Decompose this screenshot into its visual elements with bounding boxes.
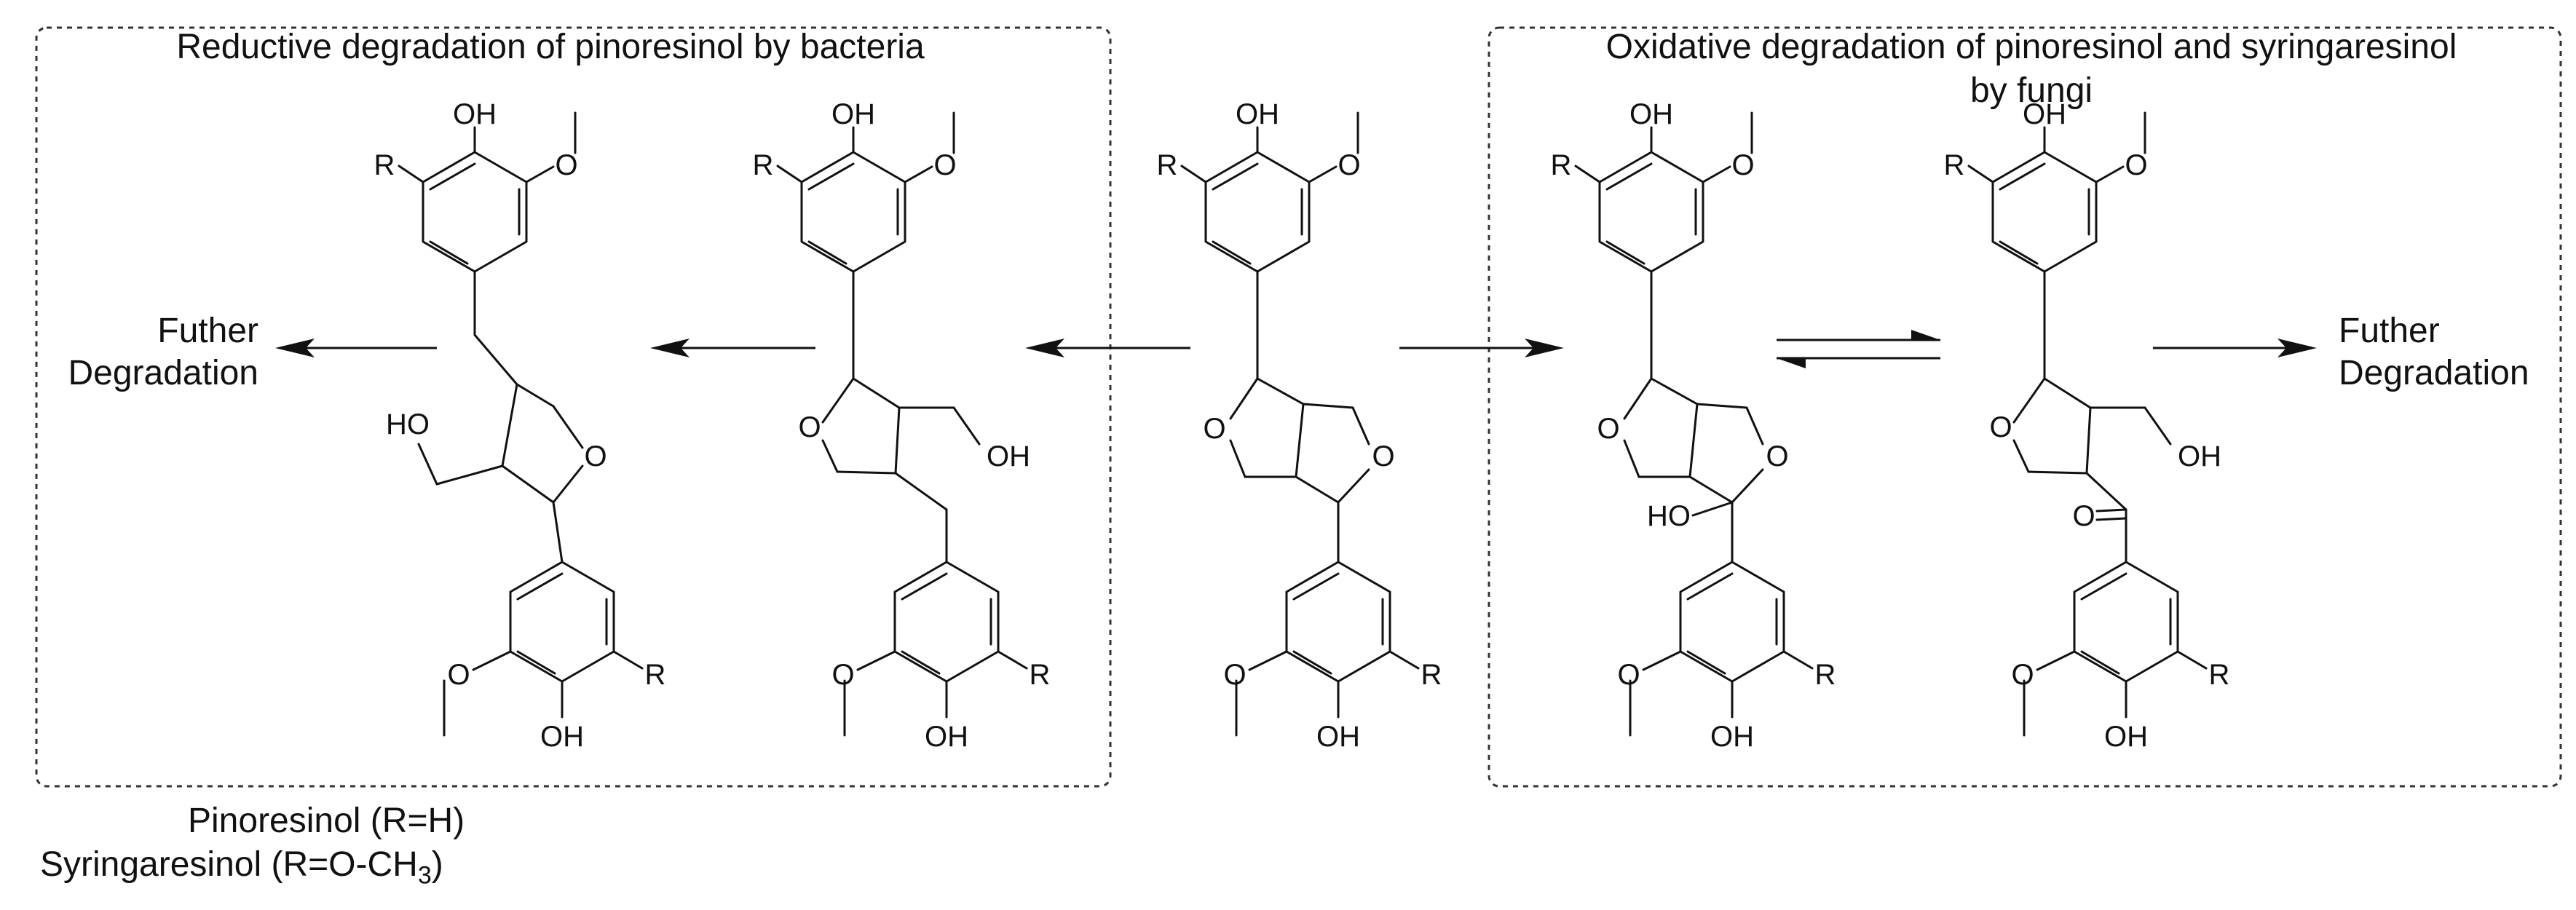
molecule-keto-form-labels: OH O R O OH O O R OH	[1944, 98, 2230, 753]
atom-label: O	[584, 440, 607, 472]
atom-label: R	[2209, 659, 2230, 691]
reductive-panel-title: Reductive degradation of pinoresinol by …	[176, 28, 925, 66]
atom-label: HO	[386, 408, 430, 440]
atom-label: OH	[1629, 98, 1673, 130]
atom-label: O	[1617, 659, 1640, 691]
atom-label: OH	[1710, 721, 1754, 753]
atom-label: O	[798, 411, 821, 443]
molecule-secoisolariciresinol	[398, 111, 644, 737]
syringaresinol-caption: Syringaresinol (R=O-CH3)	[40, 844, 443, 890]
atom-label: OH	[540, 721, 584, 753]
atom-label: O	[1989, 411, 2012, 443]
atom-label: R	[1157, 149, 1178, 181]
atom-label: R	[1551, 149, 1572, 181]
arrow-to-hemiketal	[1399, 339, 1564, 357]
atom-label: HO	[1647, 500, 1691, 532]
syringaresinol-caption-prefix: Syringaresinol (R=O-CH	[40, 845, 418, 884]
molecule-keto-form	[1967, 111, 2208, 737]
atom-label: O	[1223, 659, 1246, 691]
molecule-pinoresinol-labels: OH O R O O O R OH	[1157, 98, 1442, 753]
atom-label: OH	[453, 98, 497, 130]
arrow-to-lariciresinol	[650, 339, 815, 357]
reductive-panel-box	[35, 26, 1112, 788]
oxidative-panel-box	[1487, 26, 2562, 788]
atom-label: R	[1944, 149, 1965, 181]
atom-label: O	[1338, 149, 1360, 181]
atom-label: OH	[2023, 98, 2066, 130]
molecule-secoisolariciresinol-labels: OH O R HO O O R OH	[374, 98, 666, 753]
atom-label: OH	[987, 440, 1030, 472]
atom-label: O	[1731, 149, 1754, 181]
atom-label: R	[374, 149, 395, 181]
syringaresinol-caption-subscript: 3	[417, 861, 432, 890]
atom-label: O	[1597, 413, 1619, 445]
molecule-hemiketal-labels: OH O R O O HO O R OH	[1551, 98, 1836, 753]
reaction-arrows	[275, 330, 2317, 368]
atom-label: R	[645, 659, 666, 691]
atom-label: R	[1030, 659, 1051, 691]
molecule-lariciresinol-labels: OH O R O OH O R OH	[753, 98, 1051, 753]
atom-label: O	[1766, 440, 1788, 472]
atom-label: O	[555, 149, 577, 181]
atom-label: OH	[925, 721, 968, 753]
atom-label: R	[1421, 659, 1442, 691]
atom-label: O	[2072, 500, 2095, 532]
molecule-hemiketal	[1574, 111, 1814, 737]
further-degradation-right-line2: Degradation	[2339, 354, 2529, 392]
atom-label: R	[753, 149, 774, 181]
atom-label: O	[447, 659, 470, 691]
arrow-to-pinoresinol-derivative	[1025, 339, 1190, 357]
atom-label: O	[1203, 413, 1225, 445]
atom-label: OH	[2178, 440, 2221, 472]
equilibrium-arrows	[1777, 330, 1940, 368]
syringaresinol-caption-suffix: )	[431, 845, 443, 884]
arrow-to-further-degradation-left	[275, 339, 437, 357]
atom-label: R	[1815, 659, 1836, 691]
atom-label: OH	[1236, 98, 1279, 130]
pinoresinol-caption: Pinoresinol (R=H)	[188, 802, 465, 840]
oxidative-panel-title-line2: by fungi	[1970, 71, 2093, 110]
atom-label: OH	[1316, 721, 1360, 753]
further-degradation-right-line1: Futher	[2339, 312, 2440, 350]
atom-label: O	[1372, 440, 1394, 472]
oxidative-panel-title-line1: Oxidative degradation of pinoresinol and…	[1606, 28, 2457, 66]
further-degradation-left-line1: Futher	[157, 312, 258, 350]
atom-label: OH	[831, 98, 875, 130]
molecule-lariciresinol	[776, 111, 1028, 737]
atom-label: OH	[2104, 721, 2148, 753]
atom-label: O	[2125, 149, 2147, 181]
arrow-to-further-degradation-right	[2153, 339, 2317, 357]
further-degradation-left-line2: Degradation	[68, 354, 258, 392]
molecule-pinoresinol	[1180, 111, 1420, 737]
atom-label: O	[933, 149, 956, 181]
atom-label: O	[2011, 659, 2034, 691]
atom-label: O	[831, 659, 854, 691]
